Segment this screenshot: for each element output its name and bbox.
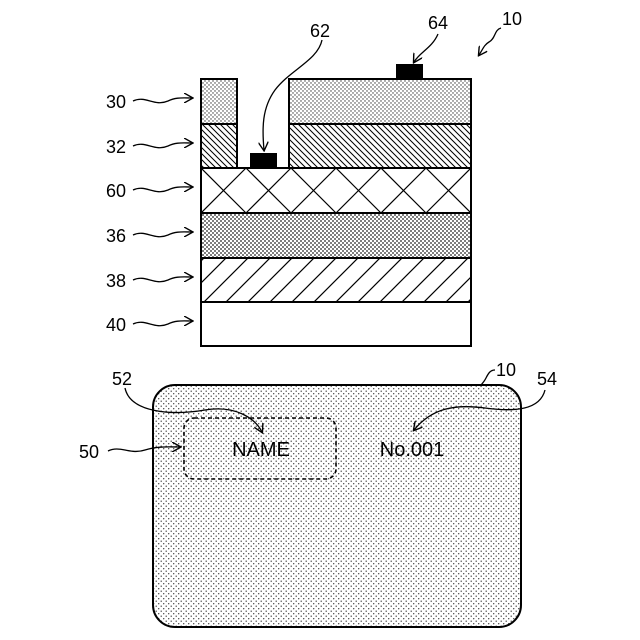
layer-36: [201, 213, 471, 258]
label-32: 32: [106, 137, 126, 157]
label-10-card: 10: [496, 360, 516, 380]
label-54: 54: [537, 369, 557, 389]
layer-32-right: [289, 124, 471, 168]
card: NAME No.001 10 52 54 50: [79, 360, 557, 627]
card-name-text: NAME: [232, 439, 290, 461]
label-50: 50: [79, 442, 99, 462]
leader-38: [133, 277, 192, 282]
label-38: 38: [106, 271, 126, 291]
leader-64: [414, 34, 438, 62]
layer-30-left: [201, 79, 237, 124]
layer-32-left: [201, 124, 237, 168]
leader-10-card: [480, 370, 495, 386]
label-30: 30: [106, 92, 126, 112]
terminal-62: [250, 153, 277, 168]
terminal-64: [396, 64, 423, 79]
leader-36: [133, 232, 192, 237]
label-10-top: 10: [502, 9, 522, 29]
layer-60: [156, 168, 516, 213]
leader-30: [133, 98, 192, 103]
card-number-text: No.001: [380, 439, 445, 461]
label-36: 36: [106, 226, 126, 246]
layer-40: [201, 302, 471, 346]
layer-38: [201, 258, 471, 302]
leader-10-top: [479, 28, 501, 55]
leader-32: [133, 143, 192, 148]
leader-60: [133, 187, 192, 192]
label-60: 60: [106, 181, 126, 201]
label-62: 62: [310, 21, 330, 41]
cross-section: 30 32 60 36 38 40 62 64 10: [106, 9, 522, 346]
label-64: 64: [428, 13, 448, 33]
layer-30-right: [289, 79, 471, 124]
label-40: 40: [106, 315, 126, 335]
label-52: 52: [112, 369, 132, 389]
leader-40: [133, 321, 192, 326]
